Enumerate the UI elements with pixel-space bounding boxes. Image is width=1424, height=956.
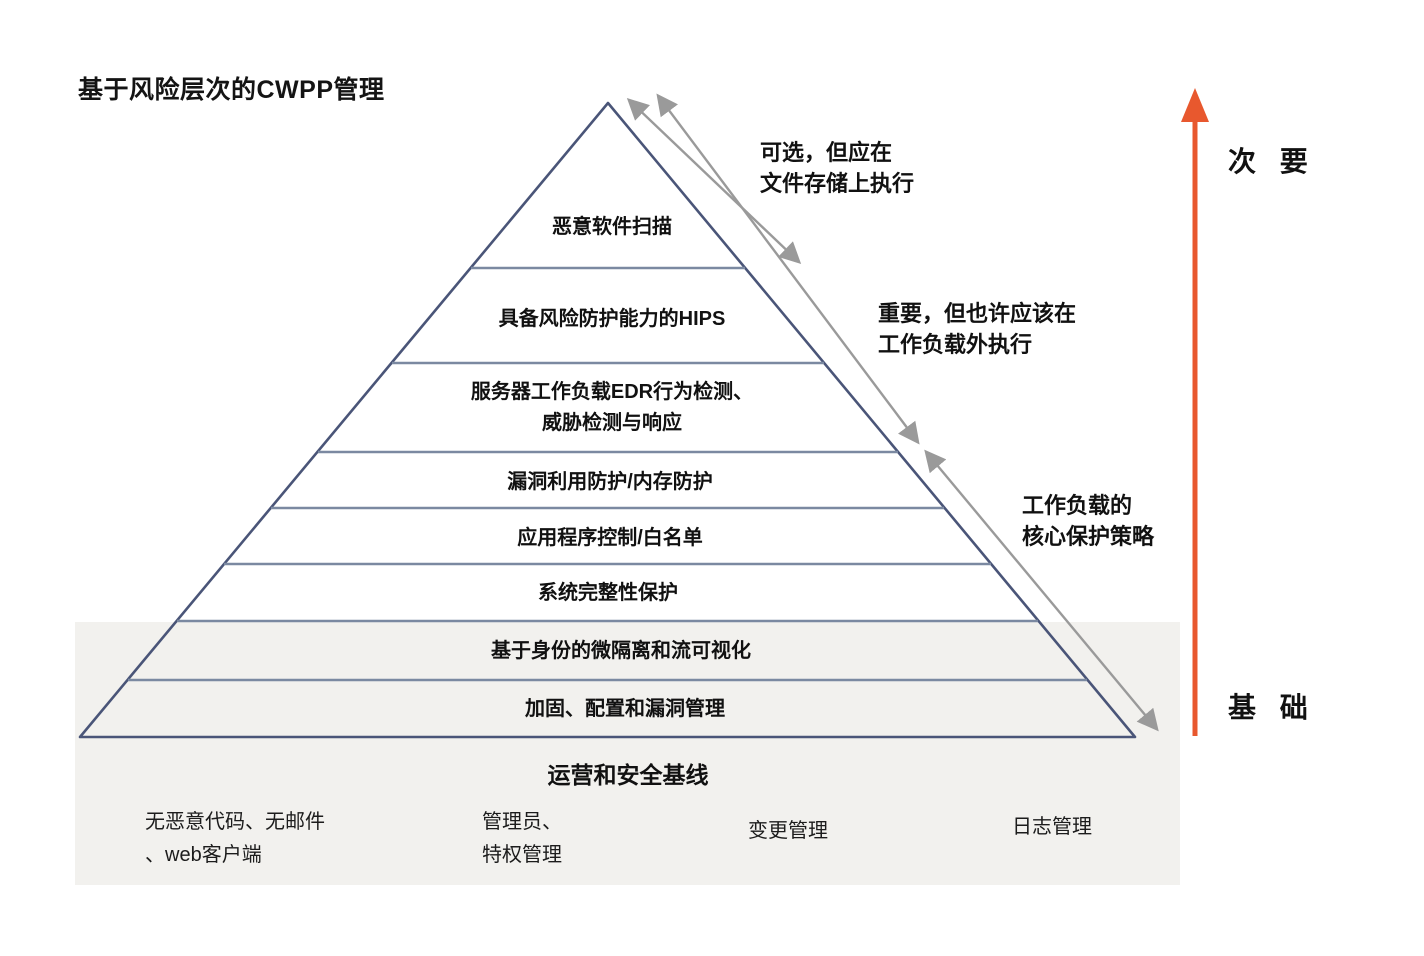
annotation-core-protection-line1: 工作负载的 xyxy=(1022,493,1133,518)
layer-label-hips: 具备风险防护能力的HIPS xyxy=(498,308,726,330)
annotation-optional-line1: 可选，但应在 xyxy=(760,140,893,165)
baseline-item-log-management: 日志管理 xyxy=(1012,816,1092,838)
annotation-optional-line2: 文件存储上执行 xyxy=(760,171,915,196)
annotation-core-protection: 工作负载的 核心保护策略 xyxy=(1022,490,1154,552)
layer-label-exploit-protection: 漏洞利用防护/内存防护 xyxy=(507,471,713,493)
layer-label-edr-line2: 威胁检测与响应 xyxy=(541,412,682,434)
layer-label-system-integrity: 系统完整性保护 xyxy=(538,582,678,604)
baseline-item-admin-privilege-line2: 特权管理 xyxy=(482,844,562,866)
layer-label-hardening: 加固、配置和漏洞管理 xyxy=(525,698,725,720)
baseline-item-admin-privilege: 管理员、 特权管理 xyxy=(482,806,562,872)
baseline-item-no-malicious-code-line2: 、web客户端 xyxy=(145,844,262,866)
baseline-item-admin-privilege-line1: 管理员、 xyxy=(482,811,562,833)
layer-label-microsegmentation: 基于身份的微隔离和流可视化 xyxy=(491,640,751,662)
baseline-item-change-management: 变更管理 xyxy=(748,820,828,842)
axis-label-foundation: 基 础 xyxy=(1228,692,1316,723)
annotation-optional: 可选，但应在 文件存储上执行 xyxy=(760,137,914,199)
axis-label-secondary: 次 要 xyxy=(1228,146,1316,177)
layer-label-edr-line1: 服务器工作负载EDR行为检测、 xyxy=(470,381,754,403)
baseline-item-no-malicious-code-line1: 无恶意代码、无邮件 xyxy=(145,811,325,833)
slope-arrow-important xyxy=(656,93,920,445)
annotation-important-line2: 工作负载外执行 xyxy=(878,332,1033,357)
annotation-important-line1: 重要，但也许应该在 xyxy=(878,301,1077,326)
baseline-item-no-malicious-code: 无恶意代码、无邮件 、web客户端 xyxy=(145,806,325,872)
layer-label-malware-scan: 恶意软件扫描 xyxy=(552,216,672,238)
page-title: 基于风险层次的CWPP管理 xyxy=(78,76,385,104)
baseline-title: 运营和安全基线 xyxy=(547,762,709,788)
annotation-core-protection-line2: 核心保护策略 xyxy=(1022,524,1155,549)
layer-label-edr: 服务器工作负载EDR行为检测、 威胁检测与响应 xyxy=(471,377,753,439)
priority-axis-arrowhead-icon xyxy=(1181,88,1209,122)
annotation-important: 重要，但也许应该在 工作负载外执行 xyxy=(878,298,1076,360)
slope-arrow-core xyxy=(924,449,1159,732)
layer-label-app-control: 应用程序控制/白名单 xyxy=(517,527,703,549)
